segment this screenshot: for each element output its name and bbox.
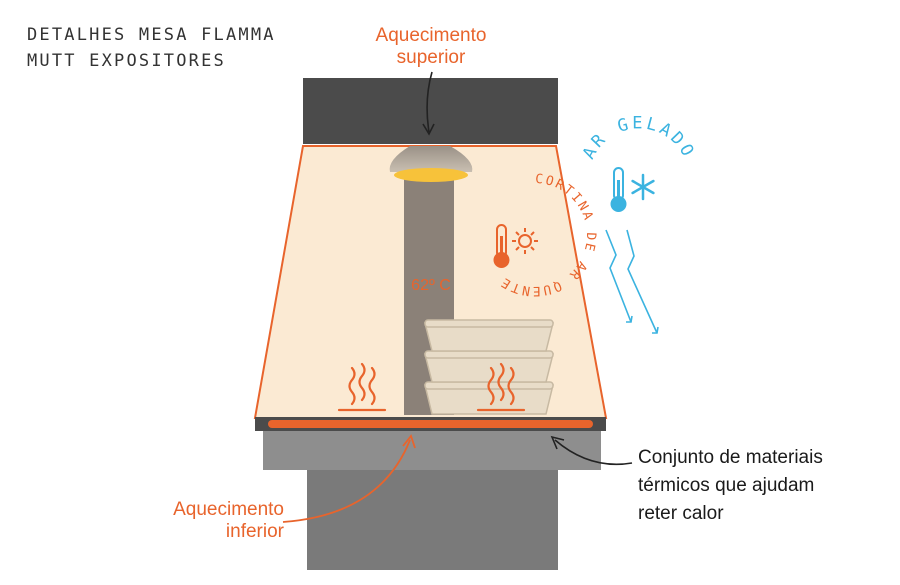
heat-waves-icon [337, 362, 387, 412]
bottom-heating-line2: inferior [225, 521, 284, 542]
top-heating-line2: superior [396, 47, 466, 68]
tray-top-lid [424, 319, 554, 328]
diagram-title: DETALHES MESA FLAMMA [27, 25, 276, 45]
food-trays [424, 319, 554, 415]
materials-arrow [550, 435, 633, 466]
heat-lamp [389, 146, 473, 172]
top-heating-line1: Aquecimento [375, 25, 487, 46]
materials-label: Conjunto de materiais térmicos que ajuda… [638, 444, 888, 528]
materials-line3: reter calor [638, 503, 724, 524]
materials-line1: Conjunto de materiais [638, 447, 823, 468]
top-heating-label: Aquecimento superior [356, 25, 506, 69]
heat-waves-icon [476, 362, 526, 412]
cold-air-label: AR GELADO [579, 113, 699, 162]
diagram-subtitle: MUTT EXPOSITORES [27, 51, 226, 71]
temperature-label: 62º C [411, 277, 451, 294]
snowflake-icon [631, 173, 655, 201]
bottom-heating-arrow [282, 434, 416, 523]
top-heating-arrow [422, 71, 435, 136]
lamp-glow [394, 168, 468, 182]
bottom-heater [268, 420, 593, 428]
materials-line2: térmicos que ajudam [638, 475, 815, 496]
table-leg [307, 470, 558, 570]
cold-air-arrows [605, 229, 659, 334]
top-hood [303, 78, 558, 144]
bottom-heating-label: Aquecimento inferior [134, 499, 284, 543]
table-base [263, 430, 601, 470]
thermometer-snowflake-icon [610, 167, 627, 212]
thermometer-sun-icon [493, 224, 538, 268]
bottom-heating-line1: Aquecimento [173, 499, 284, 520]
tray-middle-lid [424, 350, 554, 359]
